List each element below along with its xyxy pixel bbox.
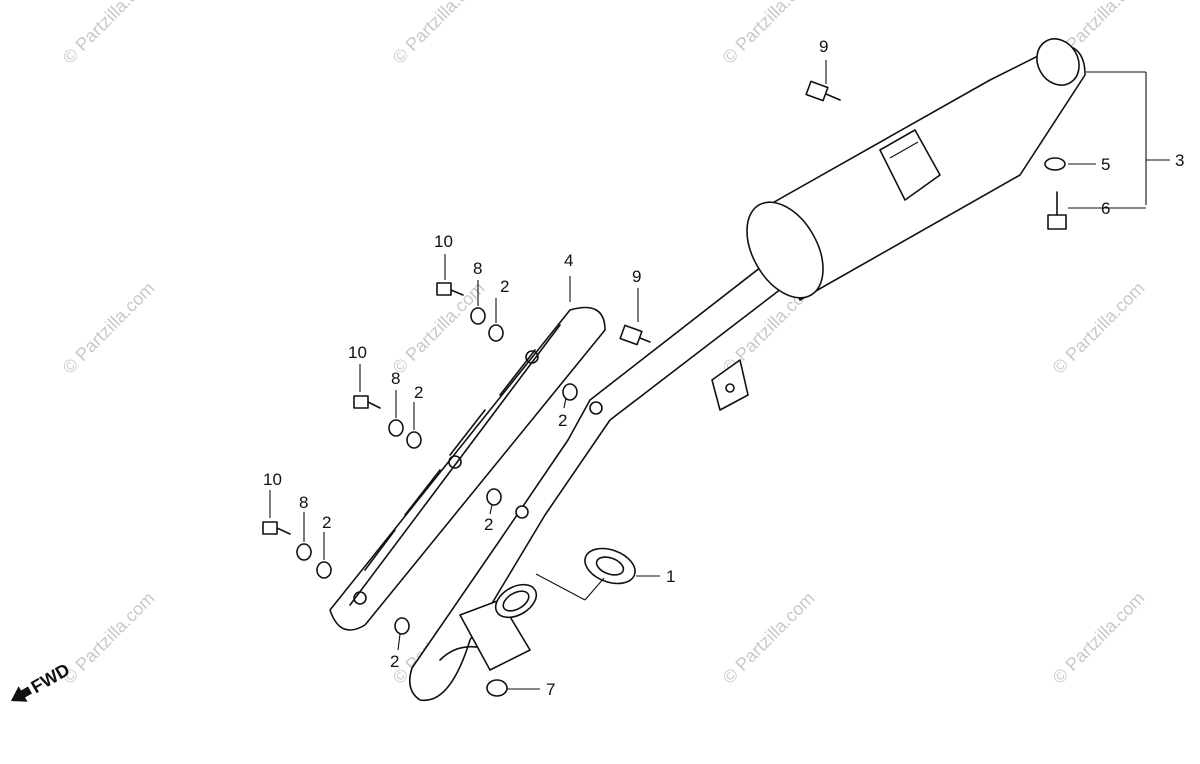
callout-8: 8	[299, 493, 308, 512]
leader-lines	[269, 60, 1170, 690]
callout-10: 10	[434, 232, 453, 251]
callout-4: 4	[564, 251, 573, 270]
callout-1: 1	[666, 567, 675, 586]
watermark: © Partzilla.com	[1049, 588, 1149, 688]
callout-2: 2	[390, 652, 399, 671]
watermark: © Partzilla.com	[59, 0, 159, 68]
callout-3: 3	[1175, 151, 1184, 170]
watermark: © Partzilla.com	[719, 0, 819, 68]
heat-shield	[329, 306, 606, 631]
callout-10: 10	[348, 343, 367, 362]
watermark: © Partzilla.com	[1049, 278, 1149, 378]
callout-6: 6	[1101, 199, 1110, 218]
callout-8: 8	[391, 369, 400, 388]
fwd-label: FWD	[28, 659, 73, 697]
fasteners	[262, 80, 1067, 697]
watermark: © Partzilla.com	[389, 0, 489, 68]
callout-9: 9	[819, 37, 828, 56]
watermark: © Partzilla.com	[59, 588, 159, 688]
gasket	[584, 547, 636, 585]
callouts: 9 3 5 6 10 8 2 4 9 10 8 2 2 10 8 2 2 1 2…	[263, 37, 1184, 699]
callout-2: 2	[322, 513, 331, 532]
callout-2: 2	[484, 515, 493, 534]
callout-9: 9	[632, 267, 641, 286]
fwd-arrow-icon	[10, 686, 32, 702]
callout-2: 2	[558, 411, 567, 430]
watermark: © Partzilla.com	[719, 588, 819, 688]
exhaust-pipe	[409, 259, 791, 702]
fwd-indicator: FWD	[10, 659, 73, 702]
callout-2: 2	[500, 277, 509, 296]
muffler	[746, 38, 1086, 301]
callout-7: 7	[546, 680, 555, 699]
callout-10: 10	[263, 470, 282, 489]
callout-5: 5	[1101, 155, 1110, 174]
callout-2: 2	[414, 383, 423, 402]
watermark: © Partzilla.com	[59, 278, 159, 378]
callout-8: 8	[473, 259, 482, 278]
